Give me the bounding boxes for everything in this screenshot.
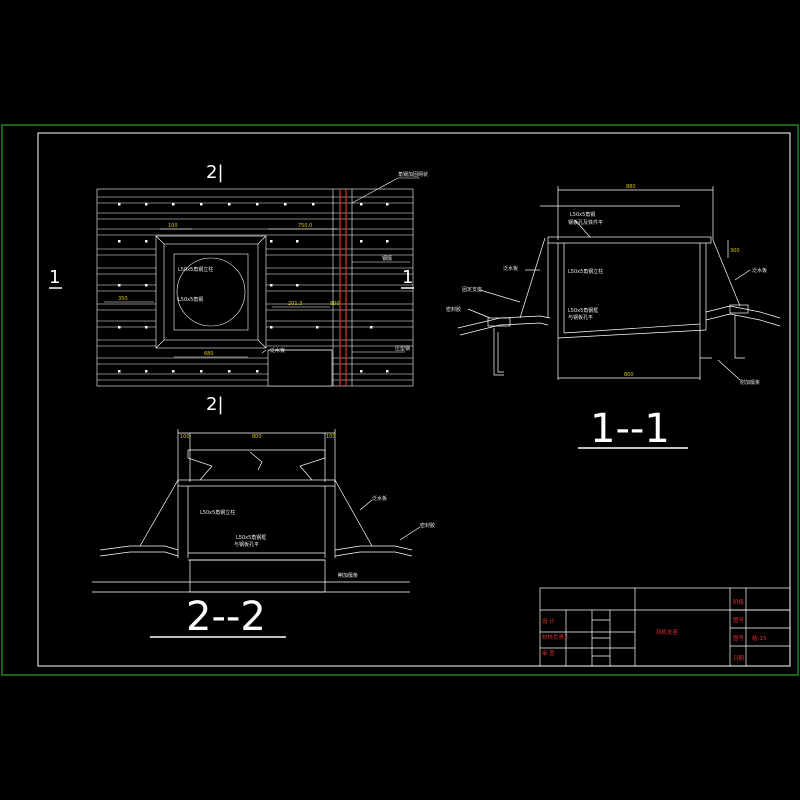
section-2-2-dim-left: 100 [180,434,190,440]
plan-section-mark-right: 1 [402,267,413,288]
plan-dim-top-left: 100 [168,223,178,229]
plan-labels: 2| 2| 1 1 角钢加固网状 钢檩 压型钢 泛水板 L50x5角钢立柱 L5… [49,162,428,415]
titleblock-row-2: 校核负责人 [542,633,570,641]
title-block [539,587,791,667]
plan-dim-right-a: 201.3 [288,301,302,307]
section-2-2-dim-mid: 800 [252,434,262,440]
titleblock-right-label-4: 日期 [733,655,745,662]
section-1-1-label-top: L50x5角钢 [570,211,595,218]
plan-dim-bottom: 680 [204,351,214,357]
titleblock-right-label-3: 图号 [733,634,745,642]
titleblock-drawing-title: 风机支座 [656,628,679,636]
section-2-2 [92,429,421,638]
section-2-2-label-b: L50x5角钢框 [236,534,266,541]
section-1-1-label-right: 泛水板 [752,267,767,274]
section-1-1-dim-bottom: 800 [624,372,634,378]
plan-dim-left: 350 [118,296,128,302]
plan-dim-right-b: 800 [330,301,340,307]
section-2-2-dim-right: 100 [326,434,336,440]
plan-label-bottom: 泛水板 [270,347,285,354]
section-1-1-title: 1--1 [590,406,670,452]
section-1-1-label-center2: L50x5角钢框 [568,307,598,314]
title-block-labels: 风机支座 设 计 校核负责人 审 查 阶段 图号 图号 日期 结-15 [542,598,767,662]
plan-dim-top-right: 750.0 [298,223,312,229]
plan-label-right: 钢檩 [382,255,392,262]
section-1-1-label-left-c: 密封胶 [446,306,461,313]
section-2-2-label-a: L50x5角钢立柱 [200,509,235,516]
titleblock-row-1: 设 计 [542,617,555,625]
section-1-1-label-center: L50x5角钢立柱 [568,268,603,275]
section-2-2-title: 2--2 [186,594,266,640]
section-1-1-labels: 1--1 880 800 300 L50x5角钢 钢板孔及铁件平 泛水板 固定支… [446,184,767,452]
titleblock-right-label-1: 阶段 [733,598,745,606]
plan-section-mark-top: 2| [206,162,224,183]
section-1-1-label-left-b: 固定支座 [462,286,482,293]
plan-section-mark-left: 1 [49,267,60,288]
section-1-1-label-center3: 与钢板孔平 [568,314,593,321]
plan-section-mark-bottom: 2| [206,394,224,415]
section-2-2-label-right-c: 附加檩条 [338,572,358,579]
plan-view [49,177,420,387]
section-2-2-label-c: 与钢板孔平 [234,541,259,548]
outer-frame [1,124,799,676]
plan-label-inner-top: L50x5角钢立柱 [178,266,213,273]
titleblock-drawing-no: 结-15 [752,634,767,642]
section-1-1-label-top2: 钢板孔及铁件平 [568,219,603,226]
plan-label-inner-mid: L50x5角钢 [178,296,203,303]
fan-frame-outer [155,235,267,349]
section-1-1-dim-top: 880 [626,184,636,190]
section-1-1-label-bottom: 附加檩条 [740,379,760,386]
section-1-1-dim-right: 300 [730,248,740,254]
fan-circle [176,257,246,327]
section-2-2-label-right-a: 泛水板 [372,495,387,502]
plan-label-lower-right: 压型钢 [395,345,410,352]
bolt-marks [118,203,389,373]
section-1-1-label-left-a: 泛水板 [503,265,518,272]
inner-frame [37,132,791,667]
titleblock-right-label-2: 图号 [733,616,745,624]
section-1-1 [457,186,781,449]
section-2-2-label-right-b: 密封胶 [420,522,435,529]
section-2-2-labels: 2--2 100 800 100 L50x5角钢立柱 L50x5角钢框 与钢板孔… [180,434,435,640]
titleblock-row-3: 审 查 [542,649,555,657]
plan-label-top-right: 角钢加固网状 [398,171,428,178]
